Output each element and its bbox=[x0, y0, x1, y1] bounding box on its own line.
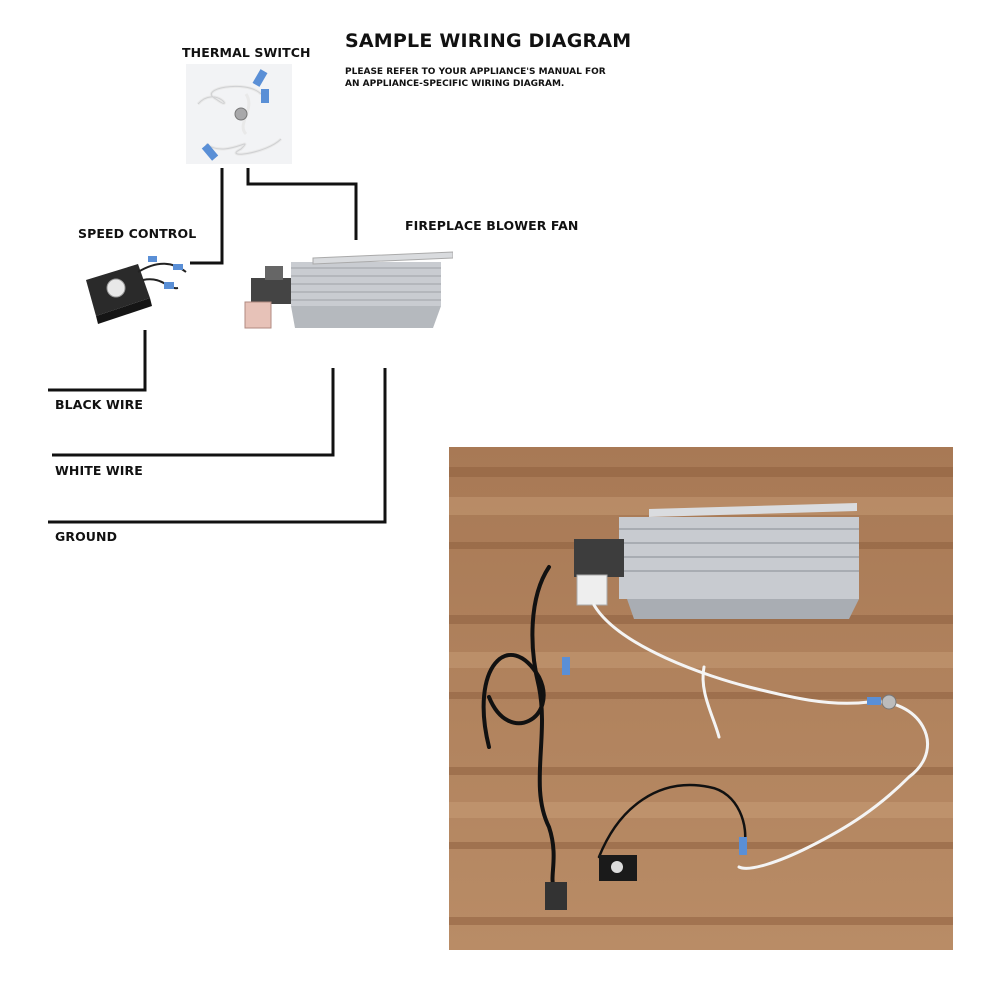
thermal-switch-label: THERMAL SWITCH bbox=[182, 45, 311, 60]
white-wire-line bbox=[52, 368, 335, 457]
thermal-to-fan-wire bbox=[246, 168, 358, 240]
thermal-to-speed-wire bbox=[190, 168, 224, 265]
ground-label: GROUND bbox=[55, 529, 118, 544]
speed-control-label: SPEED CONTROL bbox=[78, 226, 197, 241]
manual-note-line-1: PLEASE REFER TO YOUR APPLIANCE'S MANUAL … bbox=[345, 67, 606, 77]
white-wire-label: WHITE WIRE bbox=[55, 463, 143, 478]
diagram-title: SAMPLE WIRING DIAGRAM bbox=[345, 30, 632, 52]
manual-note: PLEASE REFER TO YOUR APPLIANCE'S MANUAL … bbox=[345, 66, 625, 90]
ground-wire-line bbox=[48, 368, 387, 524]
assembled-kit-photo bbox=[449, 447, 953, 950]
thermal-switch-photo bbox=[186, 64, 292, 164]
black-wire-line bbox=[48, 330, 147, 392]
blower-fan-label: FIREPLACE BLOWER FAN bbox=[405, 218, 579, 233]
speed-control-photo bbox=[86, 256, 187, 324]
black-wire-label: BLACK WIRE bbox=[55, 397, 143, 412]
blower-fan-photo bbox=[244, 251, 453, 329]
manual-note-line-2: AN APPLIANCE-SPECIFIC WIRING DIAGRAM. bbox=[345, 79, 565, 89]
